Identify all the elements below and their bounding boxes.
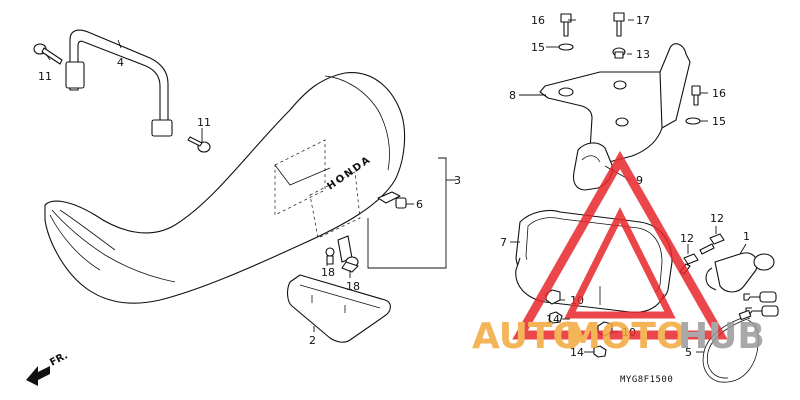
washer-15-top [558,43,574,51]
callout-16-top: 16 [531,14,545,27]
callout-5: 5 [685,346,692,359]
fastener-11-bottom [187,136,211,153]
bolt-17 [613,12,625,37]
callout-13: 13 [636,48,650,61]
fastener-18-b [341,256,359,273]
callout-15-top: 15 [531,41,545,54]
callout-8: 8 [509,89,516,102]
callout-7: 7 [500,236,507,249]
callout-15-right: 15 [712,115,726,128]
callout-14-a: 14 [546,313,560,326]
callout-18-b: 18 [346,280,360,293]
watermark-prefix: AUTO [472,316,583,357]
callout-11-top: 11 [38,70,52,83]
callout-16-right: 16 [712,87,726,100]
callout-17: 17 [636,14,650,27]
bolt-16-top [560,13,572,37]
callout-14-b: 14 [570,346,584,359]
callout-12-a: 12 [710,212,724,225]
callout-6: 6 [416,198,423,211]
watermark-middle: MOTO [565,316,687,357]
grab-rail [65,29,173,137]
callout-3: 3 [454,174,461,187]
callout-1: 1 [743,230,750,243]
nut-14-a [548,311,563,324]
diagram-code: MYG8F1500 [620,375,673,385]
watermark-triangle-inner [564,207,676,319]
seat: HONDA [44,72,406,304]
seat-catch-bracket [539,43,691,164]
fastener-11-top [33,43,63,65]
bolt-12-a [699,233,725,255]
front-trim [287,274,391,343]
bolt-16-right [691,85,701,106]
front-direction-indicator: FR. [26,350,70,386]
front-arrow-icon [26,366,50,386]
nut-14-b [593,345,607,358]
callout-12-b: 12 [680,232,694,245]
callout-18-a: 18 [321,266,335,279]
grommet-13 [612,47,626,59]
front-label: FR. [48,350,70,368]
callout-9: 9 [636,174,643,187]
watermark-suffix: HUB [678,316,765,357]
washer-15-right [685,117,701,125]
watermark-triangle-outer [512,150,728,340]
watermark: AUTO MOTO HUB [472,150,765,357]
callout-2: 2 [309,334,316,347]
callout-11-bottom: 11 [197,116,211,129]
callout-4: 4 [117,56,124,69]
helmet-lock [705,252,775,293]
keys [743,291,779,317]
